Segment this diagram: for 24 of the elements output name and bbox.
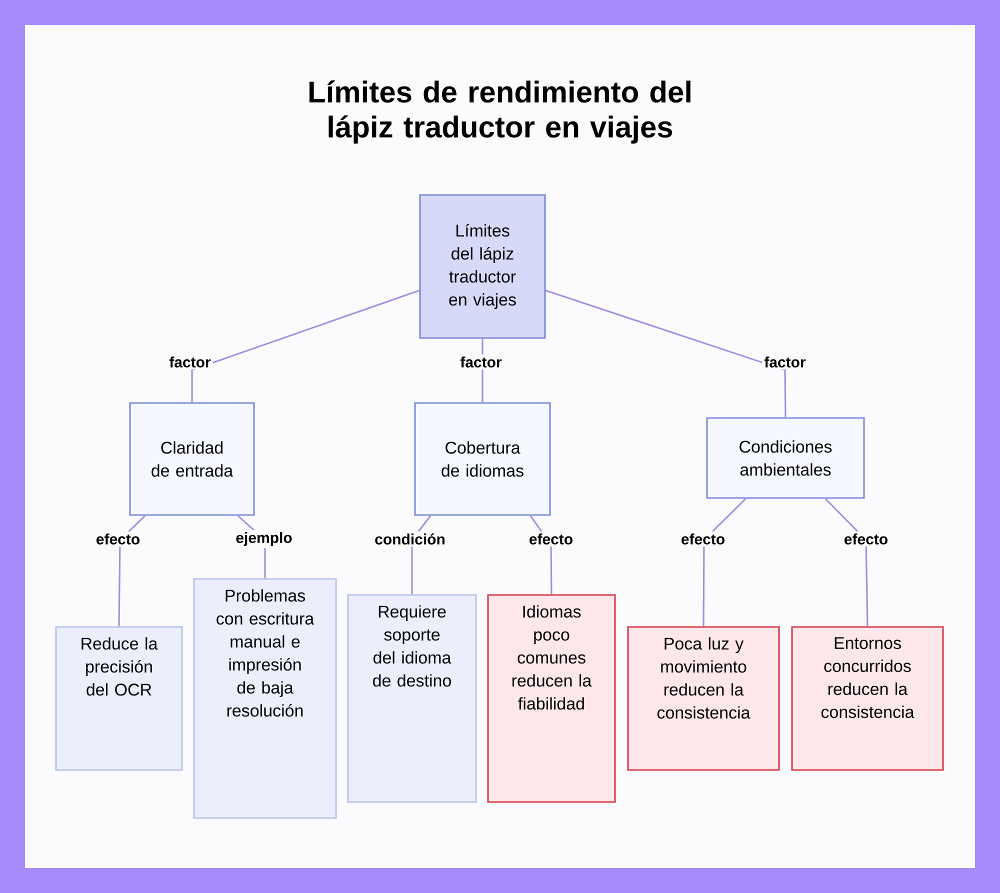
- title: Límites de rendimiento del lápiz traductor en viajes: [309, 80, 690, 144]
- edge-label: factor: [762, 354, 808, 370]
- edge-label: factor: [458, 354, 504, 370]
- edge-label: factor: [167, 354, 213, 370]
- detail-box: Problemas con escritura manual e impresión de baja resolución: [193, 578, 337, 819]
- edge-label: efecto: [678, 531, 728, 546]
- warning-box: Entornos concurridos reducen la consistencia: [791, 626, 944, 771]
- warning-box: Idiomas poco comunes reducen la fiabilidad: [487, 594, 616, 803]
- connector: [824, 498, 868, 626]
- edge-label: efecto: [526, 531, 576, 546]
- connector: [702, 498, 746, 626]
- edge-label: condición: [372, 531, 448, 547]
- detail-box: Reduce la precisión del OCR: [55, 626, 183, 771]
- warning-box: Poca luz y movimiento reducen la consistencia: [627, 626, 780, 771]
- detail-box: Requiere soporte del idioma de destino: [347, 594, 477, 803]
- topic-box: Límites del lápiz traductor en viajes: [419, 194, 546, 339]
- category-box: Cobertura de idiomas: [414, 402, 551, 516]
- edge-label: efecto: [94, 531, 142, 546]
- category-box: Condiciones ambientales: [706, 417, 865, 499]
- connector: [546, 290, 786, 418]
- category-box: Claridad de entrada: [129, 402, 255, 516]
- edge-label: efecto: [842, 531, 890, 546]
- connector: [191, 290, 420, 402]
- edge-label: ejemplo: [234, 530, 294, 548]
